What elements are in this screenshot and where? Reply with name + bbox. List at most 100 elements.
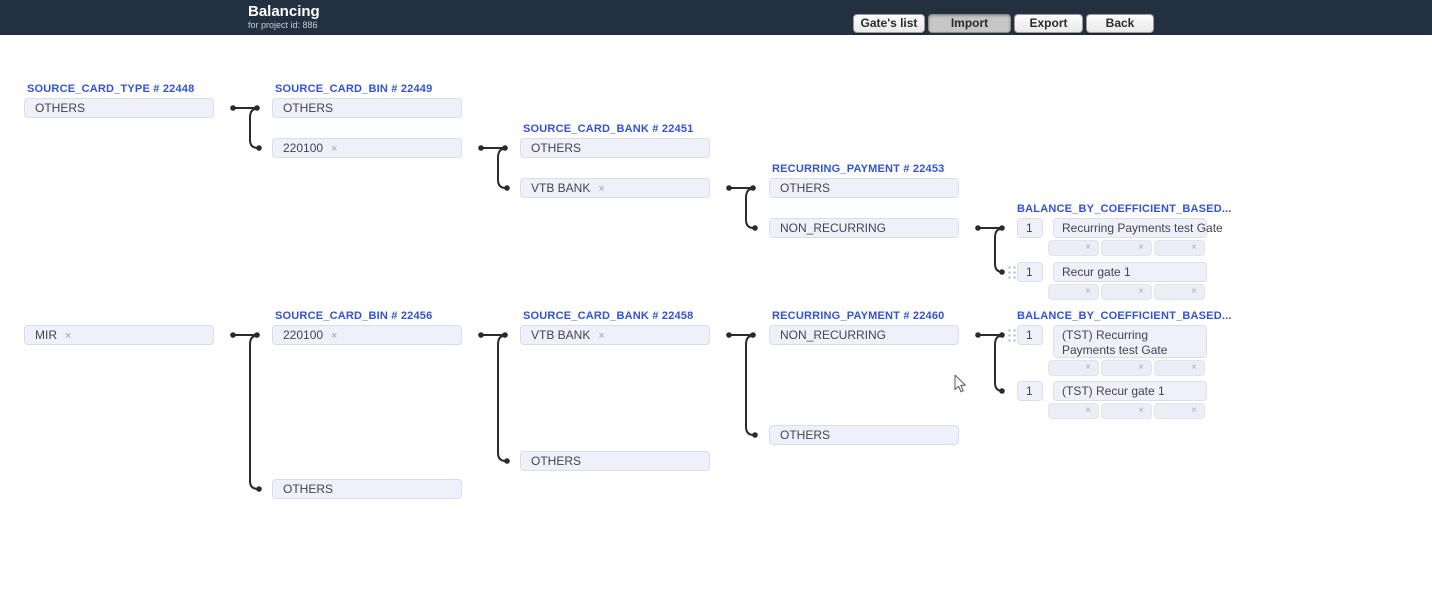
condition-value-label: VTB BANK bbox=[531, 328, 591, 342]
connector-path bbox=[977, 227, 1004, 273]
gate-limit-remove-box[interactable]: × bbox=[1154, 240, 1205, 256]
condition-value-box[interactable]: NON_RECURRING bbox=[769, 218, 959, 238]
gate-limit-remove-box[interactable]: × bbox=[1101, 240, 1152, 256]
gate-limit-remove-box[interactable]: × bbox=[1048, 284, 1099, 300]
condition-value-label: NON_RECURRING bbox=[780, 328, 887, 342]
node-title: BALANCE_BY_COEFFICIENT_BASED... bbox=[1017, 203, 1232, 215]
connector-endpoint-dot bbox=[999, 332, 1005, 338]
remove-value-icon[interactable]: × bbox=[331, 330, 338, 342]
connector-endpoint-dot bbox=[254, 332, 260, 338]
connector-endpoint-dot bbox=[750, 185, 756, 191]
condition-value-box[interactable]: OTHERS bbox=[769, 178, 959, 198]
condition-value-label: 220100 bbox=[283, 328, 324, 342]
connector-endpoint-dot bbox=[752, 225, 758, 231]
gate-limit-remove-box[interactable]: × bbox=[1101, 403, 1152, 419]
condition-value-box[interactable]: VTB BANK × bbox=[520, 325, 710, 345]
toolbar-button-import[interactable]: Import bbox=[928, 14, 1011, 33]
condition-value-box[interactable]: OTHERS bbox=[769, 425, 959, 445]
connector-path bbox=[232, 334, 260, 490]
top-bar: Balancing for project id: 886 Gate's lis… bbox=[0, 0, 1432, 35]
node-title: SOURCE_CARD_BANK # 22458 bbox=[523, 310, 694, 322]
node-title: SOURCE_CARD_BIN # 22456 bbox=[275, 310, 433, 322]
condition-value-box[interactable]: MIR × bbox=[24, 325, 214, 345]
gate-coefficient-input[interactable]: 1 bbox=[1017, 218, 1043, 238]
condition-value-label: OTHERS bbox=[283, 482, 334, 496]
connector-endpoint-dot bbox=[752, 432, 758, 438]
condition-value-box[interactable]: 220100 × bbox=[272, 325, 462, 345]
remove-value-icon[interactable]: × bbox=[65, 330, 72, 342]
condition-value-label: OTHERS bbox=[780, 181, 831, 195]
toolbar-button-gate-s-list[interactable]: Gate's list bbox=[853, 14, 925, 33]
gate-limit-remove-box[interactable]: × bbox=[1154, 284, 1205, 300]
toolbar-button-export[interactable]: Export bbox=[1014, 14, 1083, 33]
connector-endpoint-dot bbox=[254, 105, 260, 111]
connector-endpoint-dot bbox=[502, 332, 508, 338]
condition-value-label: 220100 bbox=[283, 141, 324, 155]
connector-endpoint-dot bbox=[256, 486, 262, 492]
connector-endpoint-dot bbox=[504, 185, 510, 191]
condition-value-label: OTHERS bbox=[35, 101, 86, 115]
gate-limit-remove-box[interactable]: × bbox=[1048, 240, 1099, 256]
drag-handle-icon[interactable] bbox=[1007, 328, 1016, 342]
condition-value-label: VTB BANK bbox=[531, 181, 591, 195]
connector-endpoint-dot bbox=[975, 332, 981, 338]
condition-value-box[interactable]: VTB BANK × bbox=[520, 178, 710, 198]
condition-value-box[interactable]: OTHERS bbox=[520, 138, 710, 158]
condition-value-label: NON_RECURRING bbox=[780, 221, 887, 235]
node-title: SOURCE_CARD_BANK # 22451 bbox=[523, 123, 694, 135]
condition-value-label: OTHERS bbox=[531, 141, 582, 155]
drag-handle-icon[interactable] bbox=[1007, 265, 1016, 279]
connector-endpoint-dot bbox=[726, 185, 732, 191]
connector-path bbox=[977, 334, 1004, 392]
gate-limit-remove-box[interactable]: × bbox=[1101, 284, 1152, 300]
connector-endpoint-dot bbox=[999, 225, 1005, 231]
gate-coefficient-input[interactable]: 1 bbox=[1017, 262, 1043, 282]
condition-value-box[interactable]: OTHERS bbox=[520, 451, 710, 471]
node-title: RECURRING_PAYMENT # 22460 bbox=[772, 310, 945, 322]
connector-path bbox=[480, 147, 508, 189]
connector-endpoint-dot bbox=[230, 105, 236, 111]
condition-value-label: OTHERS bbox=[531, 454, 582, 468]
node-title: BALANCE_BY_COEFFICIENT_BASED... bbox=[1017, 310, 1232, 322]
node-title: SOURCE_CARD_TYPE # 22448 bbox=[27, 83, 195, 95]
connector-endpoint-dot bbox=[975, 225, 981, 231]
connector-endpoint-dot bbox=[726, 332, 732, 338]
gate-name-box[interactable]: (TST) Recur gate 1 bbox=[1053, 381, 1207, 401]
gate-coefficient-input[interactable]: 1 bbox=[1017, 381, 1043, 401]
toolbar-button-back[interactable]: Back bbox=[1086, 14, 1154, 33]
gate-limit-remove-box[interactable]: × bbox=[1048, 403, 1099, 419]
remove-value-icon[interactable]: × bbox=[331, 143, 338, 155]
connector-endpoint-dot bbox=[999, 269, 1005, 275]
condition-value-box[interactable]: 220100 × bbox=[272, 138, 462, 158]
connector-endpoint-dot bbox=[750, 332, 756, 338]
gate-name-box[interactable]: Recur gate 1 bbox=[1053, 262, 1207, 282]
gate-limit-remove-box[interactable]: × bbox=[1154, 403, 1205, 419]
mouse-cursor-icon bbox=[954, 374, 966, 393]
condition-value-label: MIR bbox=[35, 328, 57, 342]
remove-value-icon[interactable]: × bbox=[598, 183, 605, 195]
condition-value-label: OTHERS bbox=[780, 428, 831, 442]
gate-limit-remove-box[interactable]: × bbox=[1048, 360, 1099, 376]
gate-coefficient-input[interactable]: 1 bbox=[1017, 325, 1043, 345]
condition-value-box[interactable]: OTHERS bbox=[24, 98, 214, 118]
gate-name-box[interactable]: Recurring Payments test Gate bbox=[1053, 218, 1223, 238]
connector-endpoint-dot bbox=[478, 332, 484, 338]
condition-value-box[interactable]: OTHERS bbox=[272, 98, 462, 118]
connector-endpoint-dot bbox=[478, 145, 484, 151]
connector-endpoint-dot bbox=[999, 388, 1005, 394]
connector-path bbox=[728, 334, 756, 436]
connector-endpoint-dot bbox=[230, 332, 236, 338]
page-subtitle: for project id: 886 bbox=[248, 20, 318, 30]
gate-limit-remove-box[interactable]: × bbox=[1101, 360, 1152, 376]
connector-endpoint-dot bbox=[256, 145, 262, 151]
node-title: RECURRING_PAYMENT # 22453 bbox=[772, 163, 945, 175]
title-block: Balancing for project id: 886 bbox=[248, 3, 320, 30]
condition-value-box[interactable]: OTHERS bbox=[272, 479, 462, 499]
connector-path bbox=[480, 334, 508, 462]
gate-name-box[interactable]: (TST) Recurring Payments test Gate bbox=[1053, 325, 1207, 358]
remove-value-icon[interactable]: × bbox=[598, 330, 605, 342]
gate-limit-remove-box[interactable]: × bbox=[1154, 360, 1205, 376]
connector-path bbox=[728, 187, 756, 229]
condition-value-box[interactable]: NON_RECURRING bbox=[769, 325, 959, 345]
